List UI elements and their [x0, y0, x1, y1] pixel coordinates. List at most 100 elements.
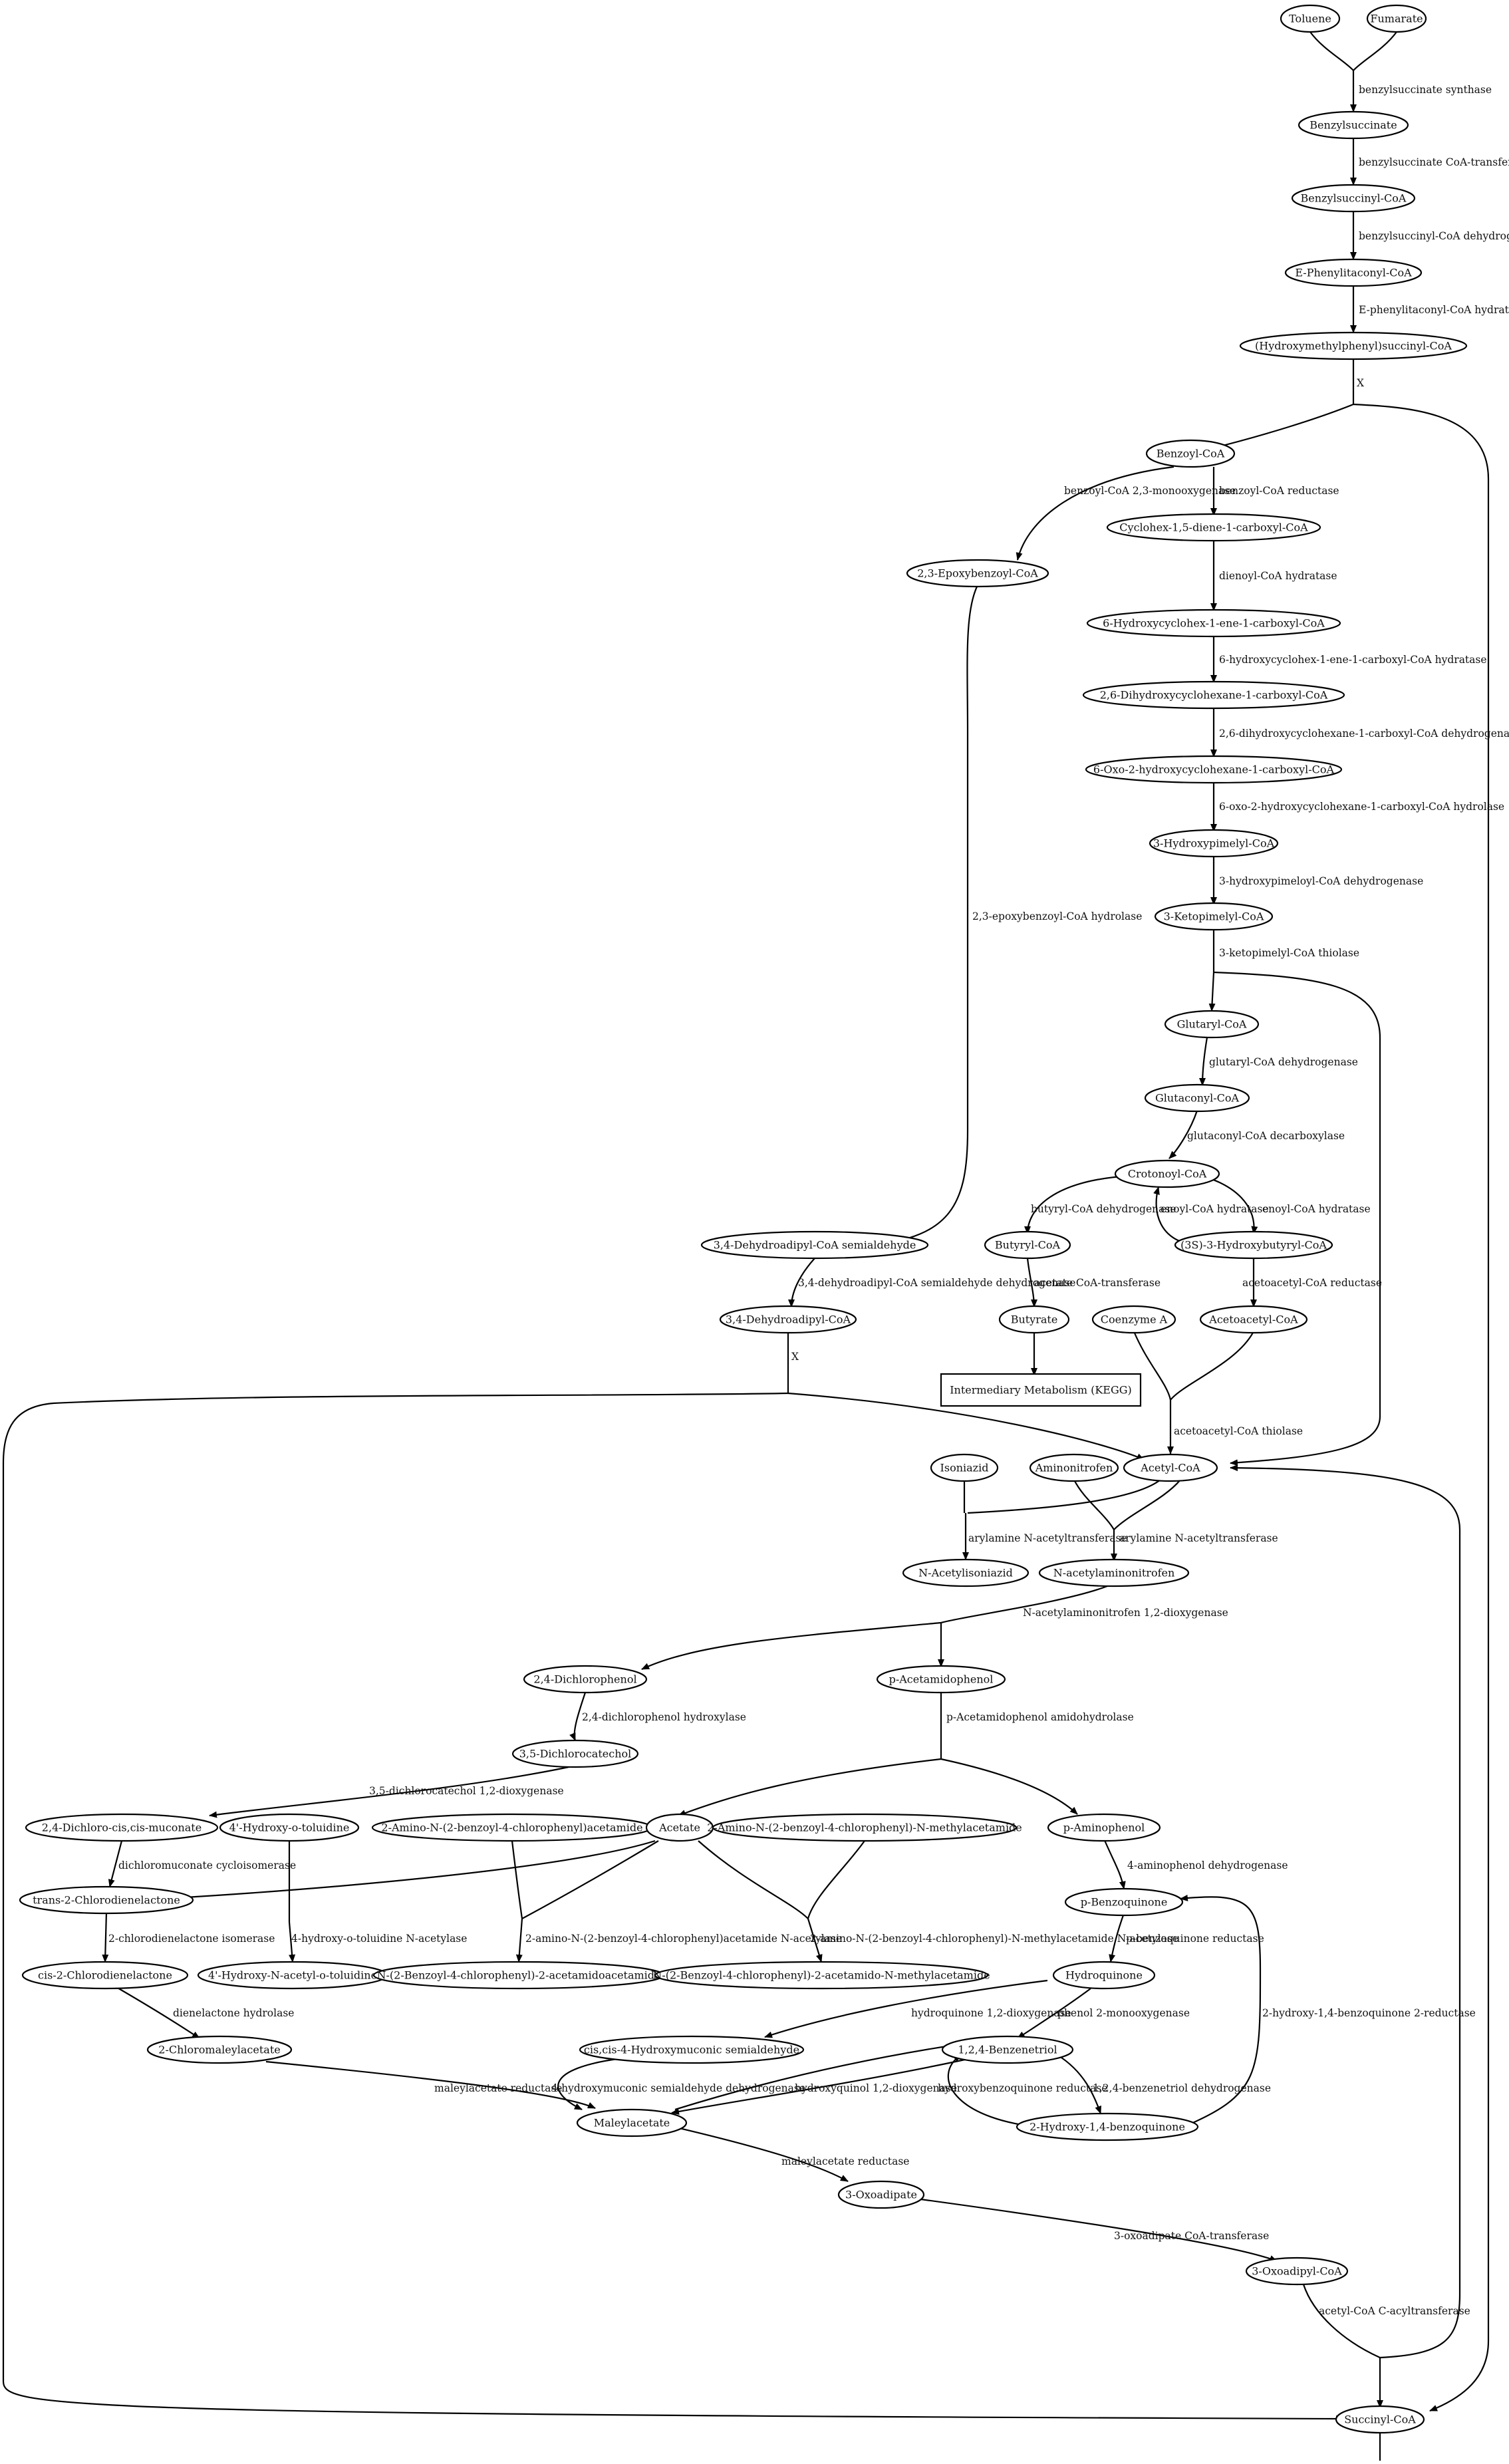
edge-label-aminophenol-dehydrogenase: 4-aminophenol dehydrogenase [1127, 1859, 1288, 1871]
node-label: (Hydroxymethylphenyl)succinyl-CoA [1255, 340, 1452, 352]
node-label: 3,4-Dehydroadipyl-CoA [726, 1313, 851, 1326]
edge-label-arylamine-2: arylamine N-acetyltransferase [1119, 1532, 1278, 1544]
edge-merge-acetylcoa-4 [1230, 1464, 1461, 2359]
node-label: trans-2-Chlorodienelactone [33, 1894, 180, 1907]
node-label: Hydroquinone [1065, 1969, 1143, 1982]
node-label: Fumarate [1370, 13, 1423, 25]
edge-butyryl-butyrate [1026, 1258, 1037, 1307]
node-label: 3,5-Dichlorocatechol [519, 1748, 632, 1760]
edge-label-acetoacetyl-thiolase: acetoacetyl-CoA thiolase [1174, 1425, 1303, 1437]
edge-dichlorophenol-dichlorocatechol [569, 1692, 587, 1741]
node-label: p-Aminophenol [1063, 1822, 1145, 1834]
edge-label-benzoyl-coa-monooxygenase: benzoyl-CoA 2,3-monooxygenase [1064, 485, 1236, 497]
node-hydroxypimelyl-coa: 3-Hydroxypimelyl-CoA [1149, 829, 1279, 858]
edge-label-glutaconyl-decarboxylase: glutaconyl-CoA decarboxylase [1187, 1130, 1345, 1142]
node-succinyl-coa: Succinyl-CoA [1335, 2405, 1425, 2434]
edge-label-x1: X [1357, 377, 1364, 389]
edge-oxoadipate-oxoadipyl [910, 2197, 1278, 2262]
node-shape [1086, 609, 1341, 638]
node-label: Benzylsuccinyl-CoA [1301, 192, 1407, 205]
edge-trans-cis [102, 1911, 109, 1963]
edge-merge-benzoyl-acetamido [515, 1918, 523, 1963]
node-shape [25, 1813, 219, 1842]
node-label: Crotonoyl-CoA [1128, 1168, 1207, 1180]
edge-aminonitrofen-merge [1073, 1479, 1115, 1530]
node-label: 2,4-Dichlorophenol [533, 1673, 636, 1686]
node-dichlorophenol: 2,4-Dichlorophenol [523, 1665, 648, 1694]
node-shape [930, 1453, 999, 1482]
edge-hydroxymuconic-maleylacetate [557, 2057, 622, 2110]
edge-amino-methyl-merge [807, 1840, 865, 1919]
node-label: 2,4-Dichloro-cis,cis-muconate [42, 1822, 202, 1834]
edge-merge-acetylcoa [1213, 971, 1381, 1466]
edge-merge-benzoyl [1206, 403, 1354, 452]
node-aminonitrofen: Aminonitrofen [1029, 1453, 1119, 1482]
edge-label-glutaryl-dehydrogenase: glutaryl-CoA dehydrogenase [1209, 1056, 1358, 1068]
edge-label-maleylacetate-reductase-1: maleylacetate reductase [434, 2082, 562, 2094]
edge-dichlorocatechol-dichloromuconate [209, 1765, 573, 1818]
edge-label-epoxybenzoyl-hydrolase: 2,3-epoxybenzoyl-CoA hydrolase [972, 910, 1142, 922]
node-label: (3S)-3-Hydroxybutyryl-CoA [1180, 1239, 1327, 1252]
edge-benzenetriol-maleylacetate [671, 2057, 972, 2115]
node-label: Benzoyl-CoA [1157, 448, 1225, 460]
edge-label-hydroxycyclohexene-hydratase: 6-hydroxycyclohex-1-ene-1-carboxyl-CoA h… [1219, 654, 1487, 666]
node-shape [576, 2108, 688, 2137]
node-label: Isoniazid [940, 1462, 989, 1474]
node-label: 2-Chloromaleylacetate [158, 2044, 280, 2056]
edge-crotonoyl-butyryl [1024, 1174, 1131, 1234]
edge-fumarate-merge [1353, 31, 1397, 71]
edge-label-hydroxypimeloyl-dehydrogenase: 3-hydroxypimeloyl-CoA dehydrogenase [1219, 875, 1423, 887]
edge-acetylcoa-merge-left [967, 1479, 1161, 1514]
edge-amino-acetamide-merge [511, 1840, 523, 1919]
node-label: p-Acetamidophenol [889, 1673, 994, 1686]
edge-label-phenol-monooxygenase: phenol 2-monooxygenase [1057, 2007, 1190, 2019]
edge-hydroquinone-benzenetriol [1017, 1988, 1091, 2039]
node-shape [1145, 439, 1236, 468]
edge-oxoadipyl-merge [1302, 2284, 1381, 2359]
node-shape [719, 1305, 857, 1334]
node-shape [1091, 1305, 1176, 1334]
node-butyrate: Butyrate [998, 1305, 1070, 1334]
node-label: Toluene [1289, 13, 1331, 25]
node-shape [511, 1739, 639, 1768]
node-shape [837, 2180, 925, 2209]
node-hydroxymethylphenylsuccinyl-coa: (Hydroxymethylphenyl)succinyl-CoA [1239, 331, 1468, 360]
edge-label-oxohydroxycyclohexane-hydrolase: 6-oxo-2-hydroxycyclohexane-1-carboxyl-Co… [1219, 801, 1504, 813]
edge-merge-acetylcoa-3 [787, 1392, 1145, 1460]
node-shape [902, 1558, 1029, 1587]
node-intermediary-1: Intermediary Metabolism (KEGG) [940, 1373, 1142, 1407]
node-shape [1174, 1230, 1333, 1260]
edge-label-acetyl-coa-acyltransferase: acetyl-CoA C-acyltransferase [1319, 2305, 1470, 2317]
node-aminophenol: p-Aminophenol [1047, 1813, 1161, 1842]
edge-label-acetamidophenol-amidohydrolase: p-Acetamidophenol amidohydrolase [946, 1711, 1134, 1723]
node-shape [1239, 331, 1468, 360]
edge-hydroquinone-hydroxymuconic [764, 1979, 1048, 2038]
node-label: 2,6-Dihydroxycyclohexane-1-carboxyl-CoA [1100, 689, 1328, 702]
node-glutaryl-coa: Glutaryl-CoA [1164, 1010, 1260, 1039]
edge-glutaconyl-crotonoyl [1168, 1110, 1198, 1159]
node-label: 6-Hydroxycyclohex-1-ene-1-carboxyl-CoA [1103, 617, 1325, 630]
edge-acetate-merge-methyl [698, 1840, 809, 1919]
edge-hydroxybenzoquinone-benzoquinone [1180, 1894, 1262, 2129]
node-shape [1154, 902, 1274, 931]
node-isoniazid: Isoniazid [930, 1453, 999, 1482]
edge-toluene-merge [1309, 31, 1354, 71]
edge-label-dehydroadipyl-semialdehyde-dehydrogenase: 3,4-dehydroadipyl-CoA semialdehyde dehyd… [798, 1277, 1075, 1289]
node-cis-chlorodienelactone: cis-2-Chlorodienelactone [21, 1961, 189, 1990]
node-dichlorocatechol: 3,5-Dichlorocatechol [511, 1739, 639, 1768]
node-toluene: Toluene [1280, 4, 1341, 33]
edge-label-ketopimelyl-thiolase: 3-ketopimelyl-CoA thiolase [1219, 947, 1359, 959]
node-shape [523, 1665, 648, 1694]
edge-label-amino-methylacetamide-acetylase: 2-amino-N-(2-benzoyl-4-chlorophenyl)-N-m… [810, 1933, 1178, 1945]
edge-label-benzylsuccinate-coa-transferase: benzylsuccinate CoA-transferase [1359, 156, 1509, 168]
node-benzenetriol: 1,2,4-Benzenetriol [941, 2035, 1074, 2064]
edge-label-acetylaminonitrofen-dioxygenase: N-acetylaminonitrofen 1,2-dioxygenase [1023, 1607, 1228, 1619]
node-hydroxybenzoquinone: 2-Hydroxy-1,4-benzoquinone [1016, 2112, 1199, 2141]
node-benzoyl-acetamidoacetamide: N-(2-Benzoyl-4-chlorophenyl)-2-acetamido… [372, 1961, 665, 1990]
edge-benzenetriol-hydroxybenzoquinone [1057, 2054, 1102, 2114]
node-benzoyl-coa: Benzoyl-CoA [1145, 439, 1236, 468]
node-shape [1291, 184, 1416, 213]
